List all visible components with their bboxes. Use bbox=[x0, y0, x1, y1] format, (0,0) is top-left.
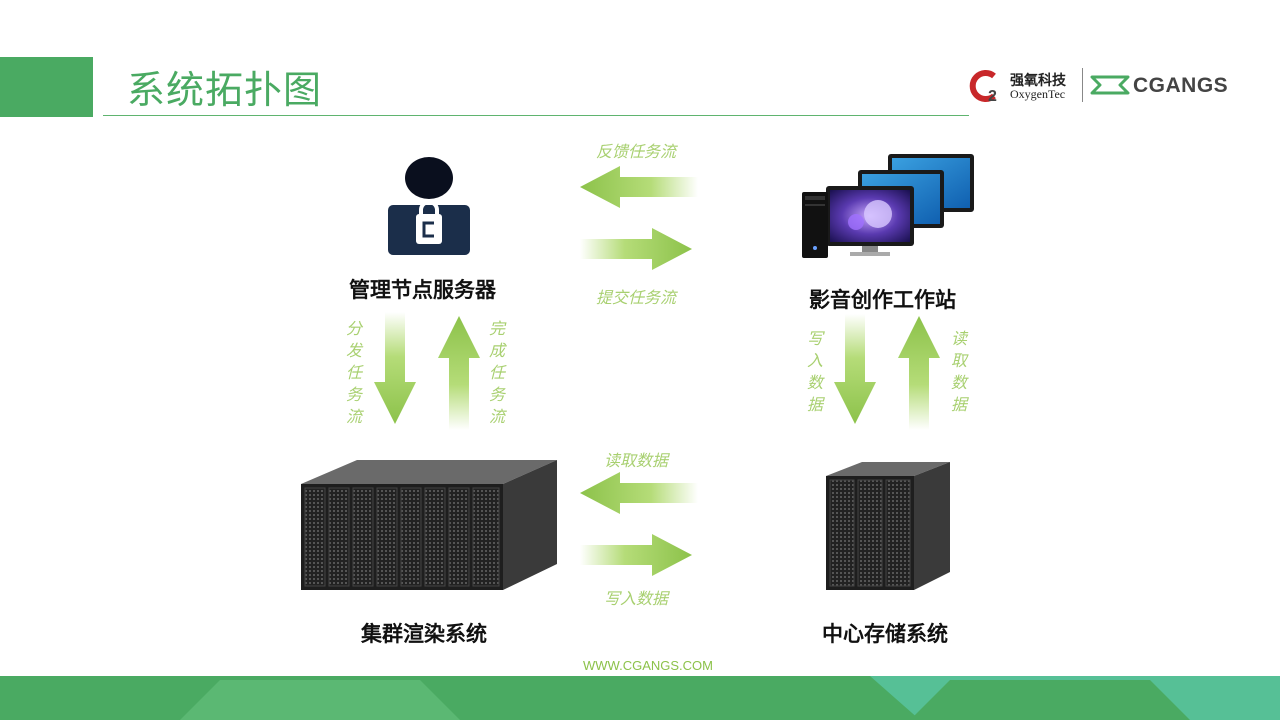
arrow-up-left bbox=[438, 316, 480, 430]
flow-label-write-data-bottom: 写入数据 bbox=[604, 589, 669, 608]
arrow-down-left bbox=[374, 312, 416, 424]
logo-divider bbox=[1082, 68, 1083, 102]
central-storage-icon bbox=[826, 462, 950, 590]
company-logo: 2 强氧科技 OxygenTec CGANGS bbox=[968, 66, 1228, 106]
workstation-icon bbox=[802, 154, 974, 258]
slide-title: 系统拓扑图 bbox=[127, 68, 323, 112]
arrow-right-top bbox=[580, 228, 692, 270]
node-label-management-server: 管理节点服务器 bbox=[349, 278, 496, 302]
flow-label-distribute-task: 分发任务流 bbox=[345, 319, 362, 426]
render-cluster-icon bbox=[301, 460, 557, 590]
logo-brand: CGANGS bbox=[1133, 74, 1229, 97]
flow-label-read-data-right: 读取数据 bbox=[950, 329, 967, 414]
arrow-left-bottom bbox=[580, 472, 698, 514]
flow-label-read-data-bottom: 读取数据 bbox=[604, 451, 669, 470]
arrow-left-top bbox=[580, 166, 698, 208]
title-underline bbox=[103, 115, 969, 116]
website-footer: WWW.CGANGS.COM bbox=[583, 658, 713, 673]
arrow-up-right bbox=[898, 316, 940, 430]
flow-label-submit-task: 提交任务流 bbox=[596, 288, 677, 307]
flow-label-complete-task: 完成任务流 bbox=[488, 319, 505, 426]
node-label-render-cluster: 集群渲染系统 bbox=[361, 622, 487, 646]
logo-company-cn: 强氧科技 bbox=[1010, 73, 1066, 89]
flow-label-write-data-right: 写入数据 bbox=[806, 329, 823, 414]
cgangs-logo-icon bbox=[1090, 75, 1130, 95]
svg-text:2: 2 bbox=[988, 88, 997, 104]
node-label-central-storage: 中心存储系统 bbox=[822, 622, 948, 646]
logo-company-en: OxygenTec bbox=[1010, 87, 1066, 101]
flow-label-feedback-task: 反馈任务流 bbox=[596, 142, 677, 161]
management-server-icon bbox=[388, 157, 470, 255]
arrow-down-right bbox=[834, 314, 876, 424]
node-label-workstation: 影音创作工作站 bbox=[809, 288, 956, 312]
footer-band bbox=[0, 676, 1280, 720]
arrow-right-bottom bbox=[580, 534, 692, 576]
title-accent-block bbox=[0, 57, 93, 117]
oxygentec-logo-icon: 2 bbox=[969, 70, 997, 104]
